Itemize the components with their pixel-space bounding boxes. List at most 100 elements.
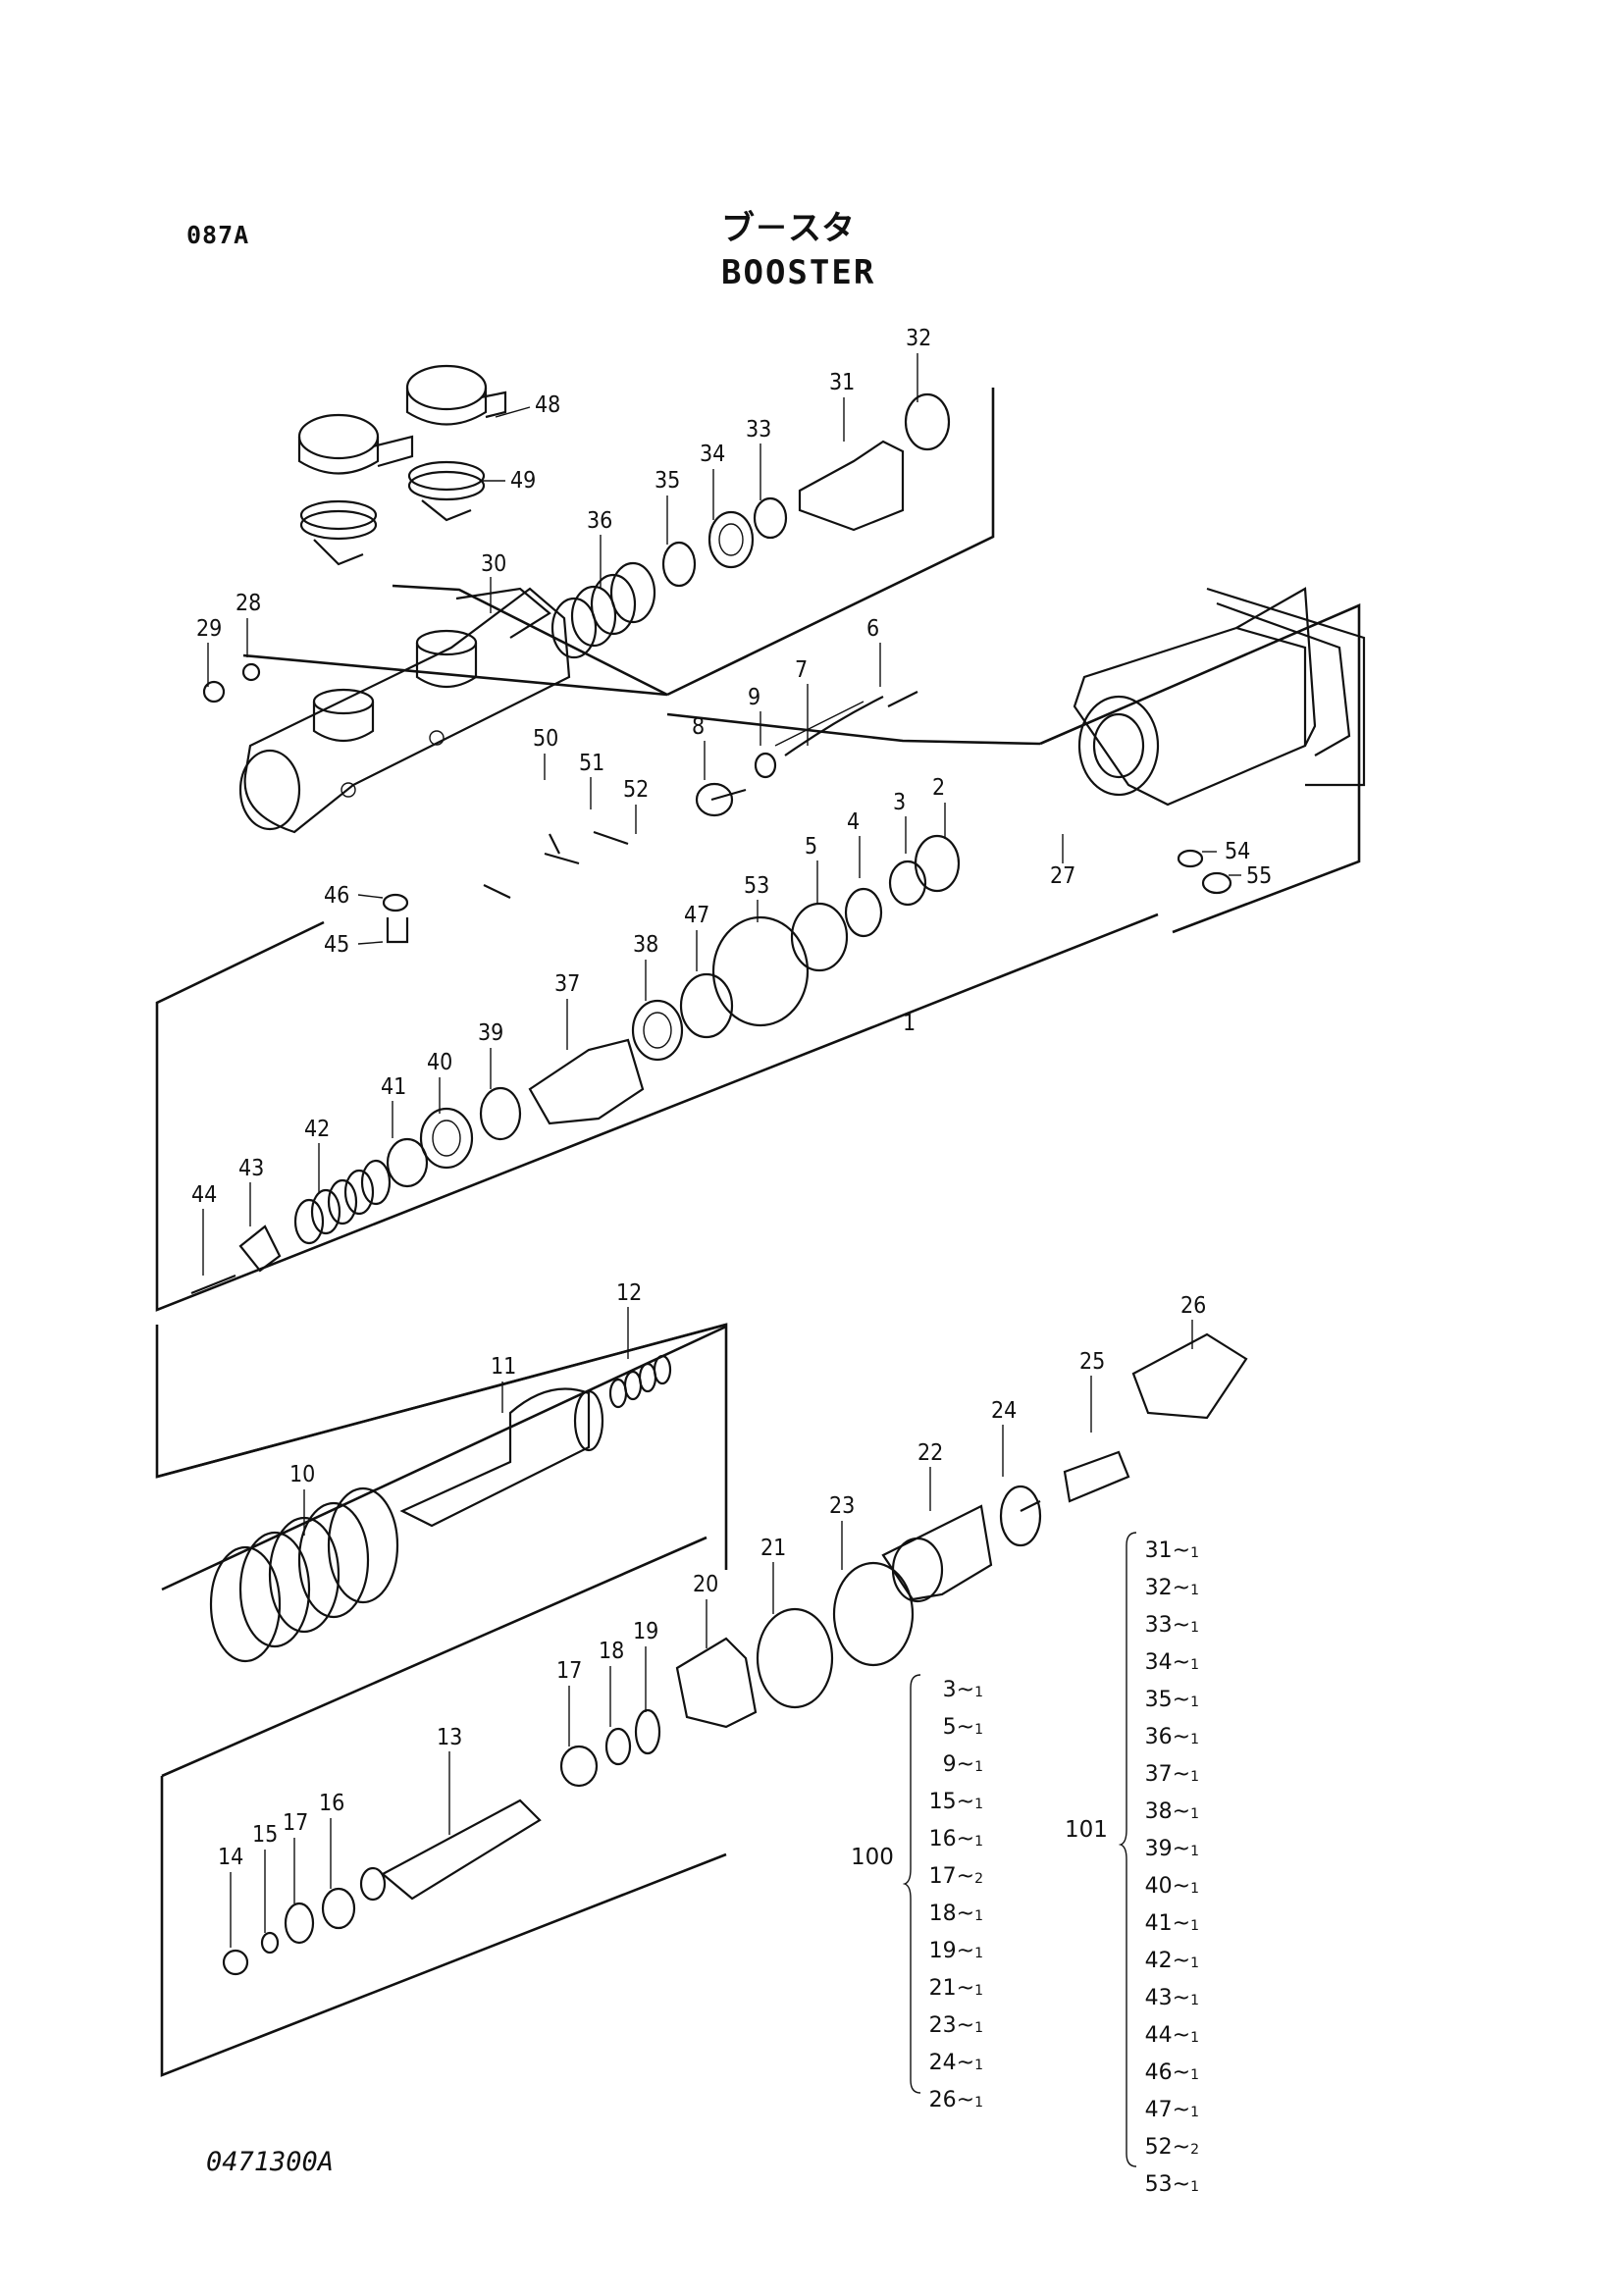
kit-100-brace — [903, 1674, 921, 2094]
assembly-frame-lines — [155, 388, 1361, 2077]
booster-housing — [1073, 587, 1366, 807]
callout-16: 16 — [319, 1791, 344, 1816]
callout-49: 49 — [510, 468, 536, 494]
kit-item: 37~1 — [1144, 1762, 1199, 1787]
kit-item: 21~1 — [928, 1976, 983, 2001]
spring-10 — [209, 1486, 399, 1663]
callout-12: 12 — [616, 1280, 642, 1306]
callout-32: 32 — [906, 326, 931, 351]
kit-item: 52~2 — [1144, 2135, 1199, 2160]
callout-1: 1 — [903, 1011, 916, 1036]
kit-item: 23~1 — [928, 2013, 983, 2038]
output-assembly — [222, 1332, 1248, 1976]
callout-26: 26 — [1180, 1293, 1206, 1319]
callout-52: 52 — [623, 777, 649, 803]
callout-6: 6 — [866, 616, 879, 642]
kit-101-list: 31~1 32~1 33~1 34~1 35~1 36~1 37~1 38~1 … — [1138, 1534, 1199, 2205]
callout-35: 35 — [655, 468, 680, 494]
callout-45: 45 — [324, 932, 349, 958]
callout-40: 40 — [427, 1050, 452, 1075]
callout-8: 8 — [692, 714, 705, 740]
spring-36 — [550, 561, 656, 659]
callout-41: 41 — [381, 1074, 406, 1100]
callout-9: 9 — [748, 685, 760, 710]
callout-2: 2 — [932, 775, 945, 801]
kit-item: 24~1 — [928, 2051, 983, 2075]
spring-12 — [608, 1354, 672, 1409]
callout-23: 23 — [829, 1493, 855, 1519]
kit-item: 53~1 — [1144, 2172, 1199, 2197]
drawing-number: 0471300A — [206, 2147, 335, 2177]
callout-44: 44 — [191, 1182, 217, 1208]
kit-item: 46~1 — [1144, 2060, 1199, 2085]
kit-item: 43~1 — [1144, 1986, 1199, 2010]
callout-48: 48 — [535, 392, 560, 418]
kit-item: 34~1 — [1144, 1650, 1199, 1675]
kit-item: 9~1 — [942, 1752, 983, 1777]
callout-38: 38 — [633, 932, 658, 958]
callout-50: 50 — [533, 726, 558, 752]
callout-10: 10 — [289, 1462, 315, 1487]
kit-100-label: 100 — [851, 1845, 894, 1870]
callout-4: 4 — [847, 809, 860, 835]
leader-lines — [202, 353, 1241, 1948]
callout-43: 43 — [238, 1156, 264, 1181]
spring-42 — [293, 1159, 392, 1245]
reservoir-hoses-and-clamps — [297, 364, 507, 566]
kit-item: 44~1 — [1144, 2023, 1199, 2048]
kit-item: 3~1 — [942, 1678, 983, 1702]
kit-item: 33~1 — [1144, 1613, 1199, 1638]
callout-28: 28 — [236, 591, 261, 616]
callout-19: 19 — [633, 1619, 658, 1644]
kit-item: 31~1 — [1144, 1538, 1199, 1563]
kit-item: 36~1 — [1144, 1725, 1199, 1749]
small-fittings — [202, 662, 1232, 944]
callout-20: 20 — [693, 1572, 718, 1597]
kit-101-label: 101 — [1065, 1817, 1108, 1843]
callout-34: 34 — [700, 442, 725, 467]
kit-item: 41~1 — [1144, 1911, 1199, 1936]
page-code: 087A — [186, 221, 250, 249]
callout-47: 47 — [684, 903, 709, 928]
callout-21: 21 — [760, 1536, 786, 1561]
kit-item: 38~1 — [1144, 1799, 1199, 1824]
callout-39: 39 — [478, 1020, 503, 1046]
kit-item: 17~2 — [928, 1864, 983, 1889]
kit-item: 15~1 — [928, 1790, 983, 1814]
callout-11: 11 — [491, 1354, 516, 1380]
callout-33: 33 — [746, 417, 771, 443]
kit-item: 5~1 — [942, 1715, 983, 1740]
callout-29: 29 — [196, 616, 222, 642]
callout-7: 7 — [795, 657, 808, 683]
kit-item: 18~1 — [928, 1902, 983, 1926]
callout-51: 51 — [579, 751, 604, 776]
kit-item: 47~1 — [1144, 2098, 1199, 2122]
callout-17a: 17 — [283, 1810, 308, 1836]
master-cylinder-body — [238, 587, 571, 834]
callout-42: 42 — [304, 1117, 330, 1142]
kit-item: 42~1 — [1144, 1949, 1199, 1973]
kit-item: 35~1 — [1144, 1688, 1199, 1712]
callout-3: 3 — [893, 790, 906, 815]
kit-item: 32~1 — [1144, 1576, 1199, 1600]
kit-item: 39~1 — [1144, 1837, 1199, 1861]
kit-item: 19~1 — [928, 1939, 983, 1963]
callout-31: 31 — [829, 370, 855, 395]
springs-and-seals — [190, 392, 961, 1295]
callout-14: 14 — [218, 1845, 243, 1870]
callout-54: 54 — [1225, 839, 1250, 864]
callout-18: 18 — [599, 1639, 624, 1664]
callout-5: 5 — [805, 834, 817, 860]
callout-15: 15 — [252, 1822, 278, 1848]
title-english: BOOSTER — [721, 253, 876, 292]
kit-item: 16~1 — [928, 1827, 983, 1851]
callout-13: 13 — [437, 1725, 462, 1750]
kit-item: 26~1 — [928, 2088, 983, 2112]
kit-item: 40~1 — [1144, 1874, 1199, 1899]
callout-25: 25 — [1079, 1349, 1105, 1375]
callout-27: 27 — [1050, 863, 1075, 889]
callout-37: 37 — [554, 971, 580, 997]
callout-36: 36 — [587, 508, 612, 534]
